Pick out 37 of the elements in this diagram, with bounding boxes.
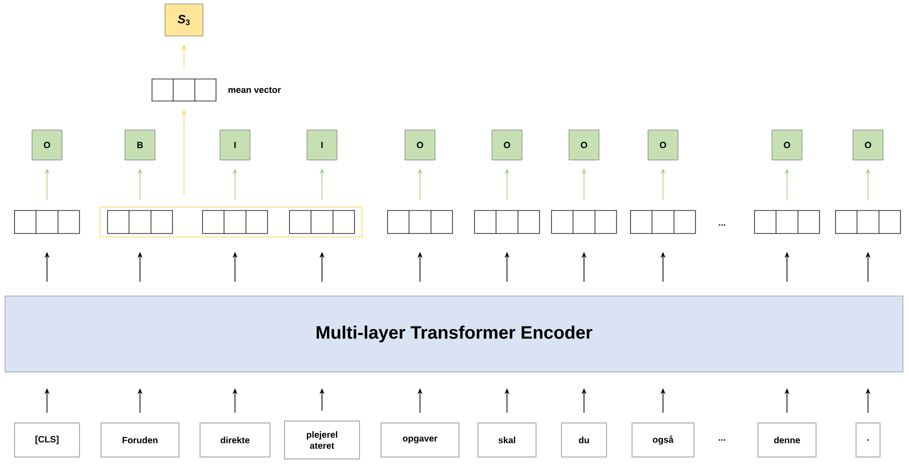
vector-cells: [107, 210, 173, 234]
beside-label: mean vector: [228, 87, 281, 93]
vector-cells: [474, 210, 540, 234]
tag-box: O: [648, 130, 678, 160]
ellipsis: ...: [718, 224, 726, 226]
token-box: denne: [758, 422, 816, 458]
vector-cells: [289, 210, 355, 234]
tag-box: O: [772, 130, 802, 160]
token-box: .: [856, 422, 880, 458]
token-box: plejerel ateret: [284, 420, 360, 460]
token-box: [CLS]: [14, 422, 80, 458]
token-box: Foruden: [100, 422, 180, 458]
vector-cells: [630, 210, 696, 234]
token-box: opgaver: [380, 422, 460, 458]
tag-box: O: [404, 130, 436, 160]
vector-cells: [152, 78, 216, 102]
tag-box: I: [306, 130, 338, 160]
result-box: S$_{3}$: [164, 4, 204, 36]
vector-cells: [202, 210, 268, 234]
vector-cells: [754, 210, 820, 234]
vector-cells: [14, 210, 80, 234]
tag-box: I: [220, 130, 250, 160]
highlight-frame: [100, 206, 362, 238]
vector-cells: [551, 210, 617, 234]
tag-box: O: [32, 130, 62, 160]
tag-box: O: [852, 130, 884, 160]
token-box: også: [632, 422, 694, 458]
ellipsis: ...: [718, 439, 726, 441]
tag-box: O: [492, 130, 522, 160]
encoder-band: Multi-layer Transformer Encoder: [4, 296, 904, 372]
tag-box: O: [568, 130, 600, 160]
vector-cells: [387, 210, 453, 234]
tag-box: B: [124, 130, 156, 160]
token-box: skal: [478, 422, 536, 458]
token-box: direkte: [200, 422, 270, 458]
vector-cells: [835, 210, 901, 234]
token-box: du: [561, 422, 607, 458]
